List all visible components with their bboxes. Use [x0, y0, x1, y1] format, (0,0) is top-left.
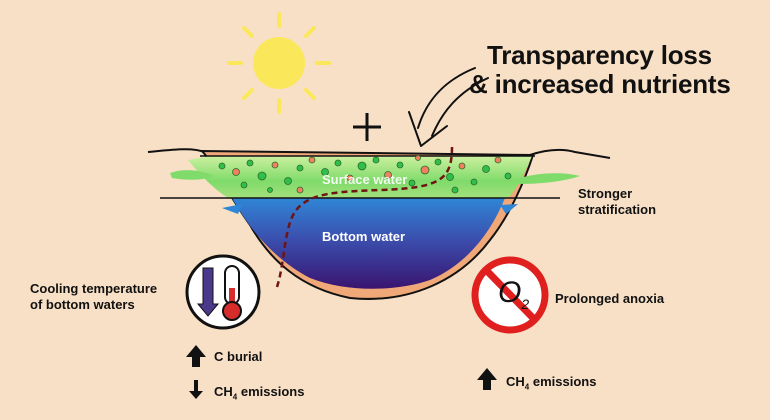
bottom-water-body — [232, 198, 505, 289]
ch4-emissions-label-2: CH4 emissions — [506, 374, 597, 392]
cooling-label-line-1: Cooling temperature — [30, 281, 158, 296]
arrow-up-icon — [186, 345, 206, 367]
o2-symbol: O2 — [498, 276, 530, 313]
bottom-water-label: Bottom water — [322, 229, 406, 244]
arrow-down-icon — [189, 380, 203, 399]
title-line-1: Transparency loss — [487, 40, 712, 70]
cooling-label-line-2: of bottom waters — [30, 297, 135, 312]
stratification-label-line-2: stratification — [578, 202, 657, 217]
pointer-arrow — [408, 67, 489, 147]
sun-icon — [227, 12, 331, 114]
c-burial-label: C burial — [214, 349, 263, 364]
surface-water-label: Surface water — [322, 172, 408, 187]
nutrient-particles — [218, 155, 512, 194]
plus-icon — [353, 113, 381, 141]
arrow-up-icon-2 — [477, 368, 497, 390]
stratification-label-line-1: Stronger — [578, 186, 633, 201]
thermometer-icon — [185, 254, 261, 330]
no-oxygen-icon — [471, 256, 549, 334]
anoxia-label: Prolonged anoxia — [555, 291, 665, 306]
ch4-emissions-label-1: CH4 emissions — [214, 384, 305, 402]
title-line-2: & increased nutrients — [469, 69, 731, 99]
profile-dashed-line — [274, 146, 454, 291]
